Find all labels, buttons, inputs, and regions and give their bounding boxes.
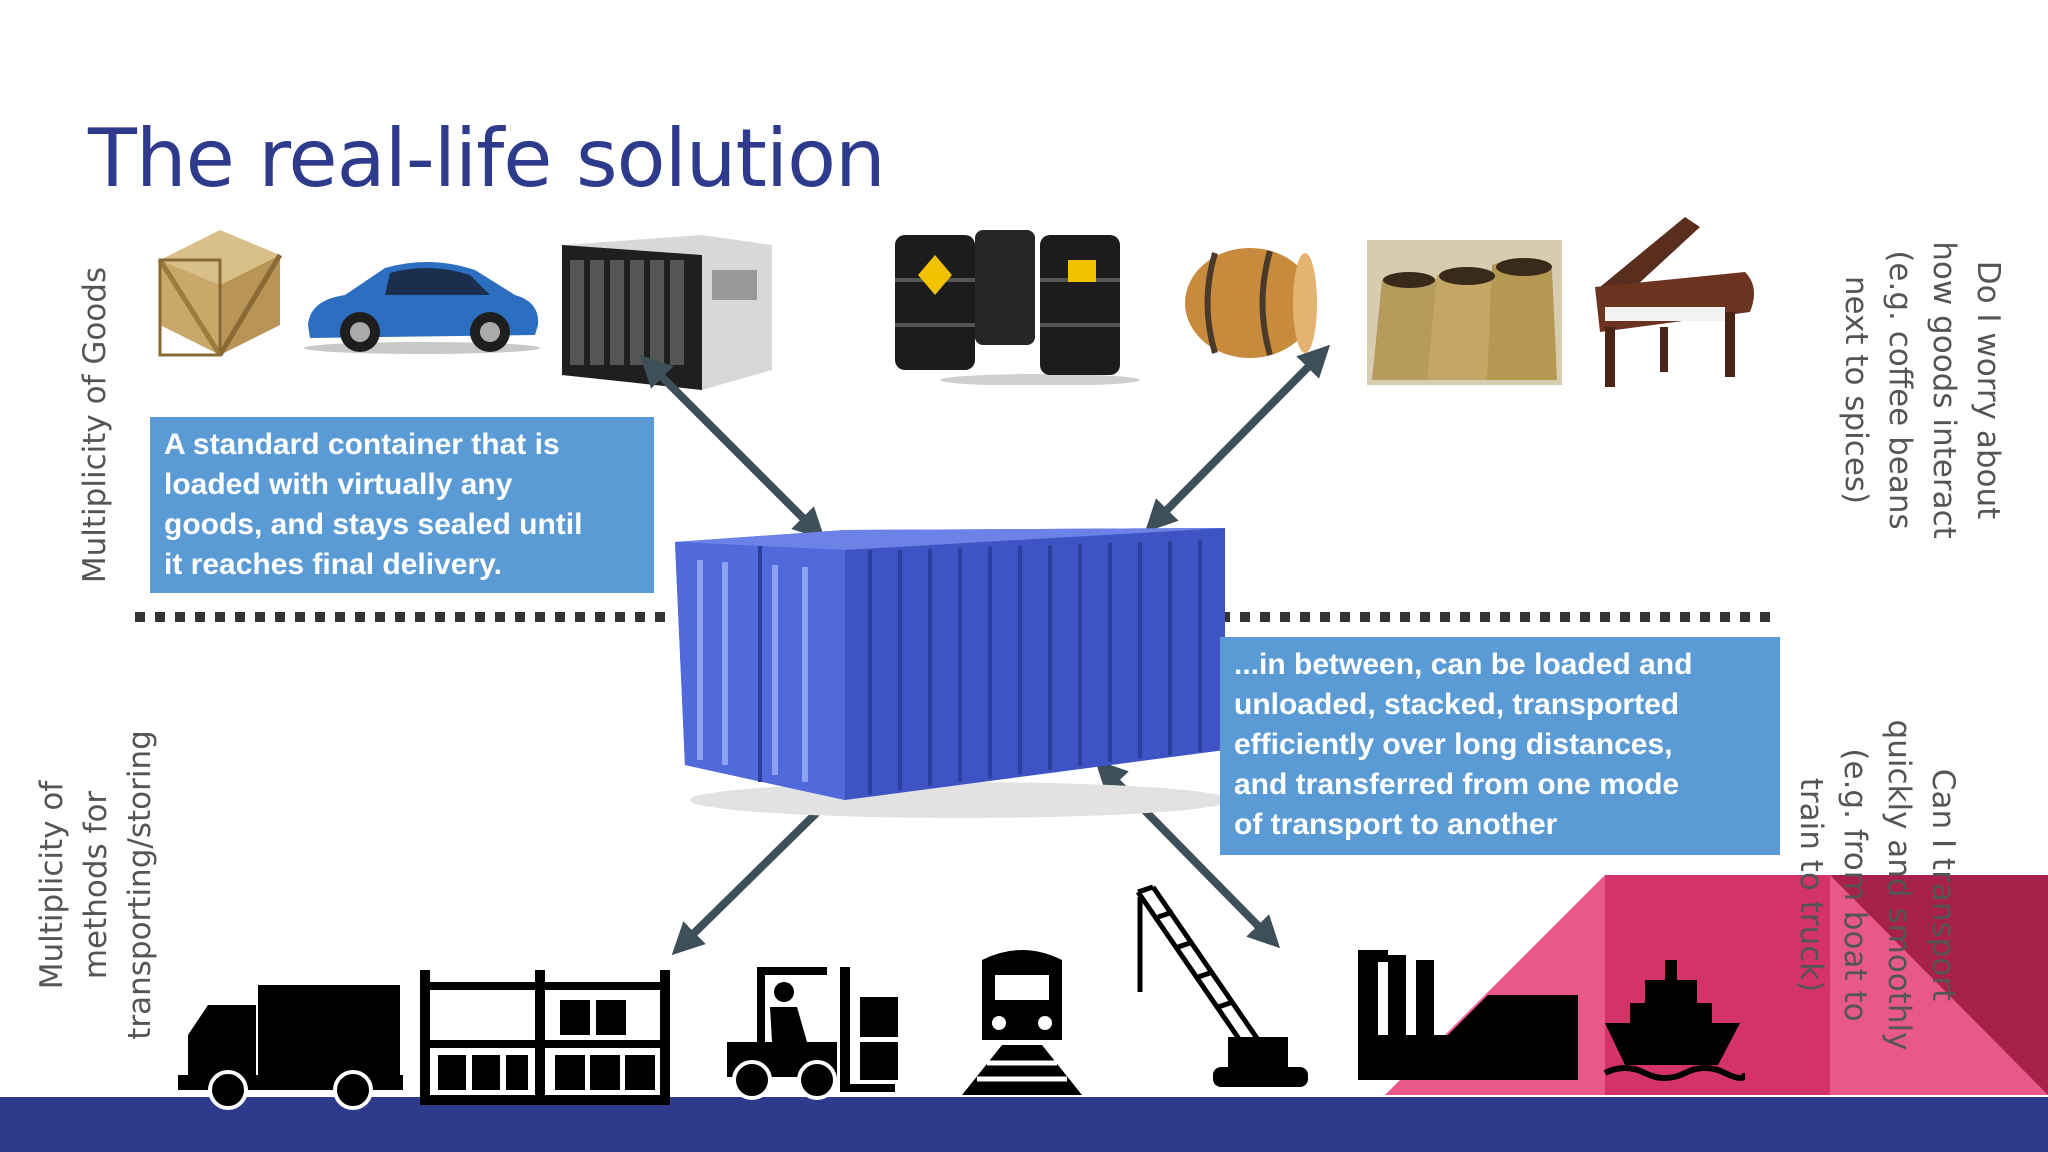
shipping-container-icon <box>675 528 1230 818</box>
dark-triangle-accent <box>1830 875 2048 1095</box>
warehouse-rack-icon <box>420 970 670 1105</box>
ship-icon <box>1603 960 1745 1081</box>
coffee-sacks-icon <box>1367 240 1562 385</box>
train-icon <box>962 950 1082 1095</box>
truck-icon <box>178 985 403 1110</box>
oil-drums-icon <box>895 230 1140 385</box>
callout-standard-container: A standard container that is loaded with… <box>150 417 654 593</box>
arrow-server-to-container <box>639 354 826 541</box>
server-rack-icon <box>562 235 772 390</box>
sports-car-icon <box>304 261 540 354</box>
factory-icon <box>1358 950 1578 1080</box>
wooden-crate-icon <box>157 230 283 357</box>
slide-title: The real-life solution <box>88 112 886 205</box>
wine-barrel-icon <box>1185 248 1317 358</box>
forklift-icon <box>727 967 898 1100</box>
grand-piano-icon <box>1595 217 1754 387</box>
crane-icon <box>1135 884 1308 1087</box>
arrow-barrel-to-container <box>1144 344 1331 533</box>
callout-in-between: ...in between, can be loaded and unloade… <box>1220 637 1780 855</box>
